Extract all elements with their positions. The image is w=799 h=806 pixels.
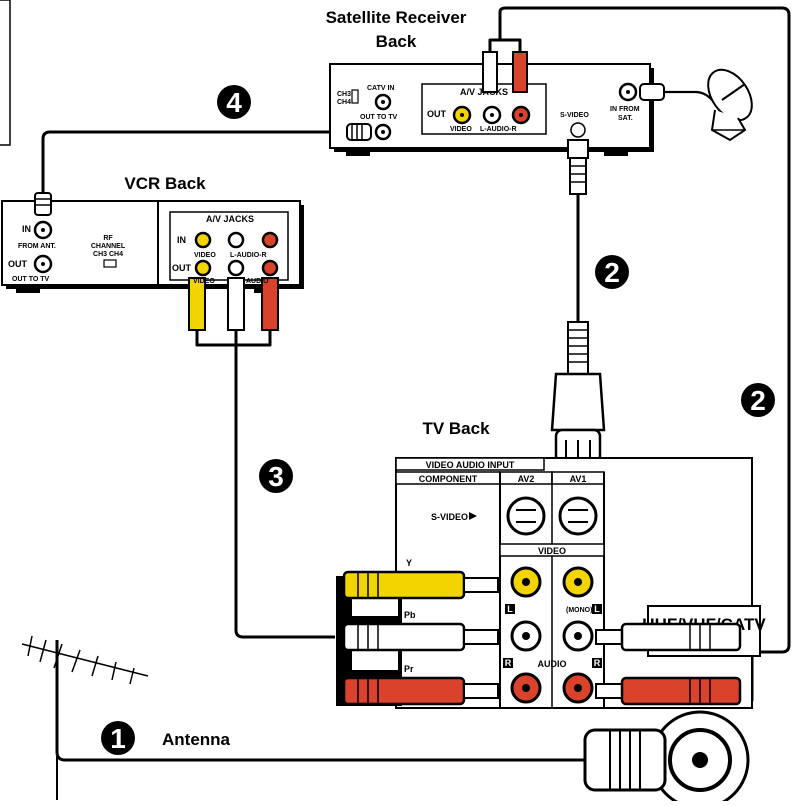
svg-text:AV2: AV2 (518, 474, 535, 484)
svg-text:AV1: AV1 (570, 474, 587, 484)
svg-text:IN: IN (177, 235, 186, 245)
rf-channel-switch[interactable] (103, 259, 117, 268)
tv-title: TV Back (422, 419, 490, 438)
svg-text:AUDIO: AUDIO (246, 278, 269, 285)
svg-text:S-VIDEO: S-VIDEO (431, 512, 468, 522)
svg-text:CH4: CH4 (337, 99, 351, 106)
vcr-audio-r-out-jack[interactable] (261, 259, 279, 277)
vcr-video-out-jack[interactable] (194, 259, 212, 277)
svg-text:4: 4 (226, 87, 242, 118)
step-badge-1: 1 (101, 721, 135, 755)
svg-text:VIDEO AUDIO INPUT: VIDEO AUDIO INPUT (426, 460, 515, 470)
cable-satellite-to-vcr (41, 130, 348, 195)
step-badge-2b: 2 (741, 383, 775, 417)
vcr-audio-r-in-jack[interactable] (261, 231, 279, 249)
svg-text:L-AUDIO-R: L-AUDIO-R (230, 252, 267, 259)
svg-text:IN: IN (22, 224, 31, 234)
svg-text:VIDEO: VIDEO (194, 252, 216, 259)
svg-text:R: R (505, 658, 512, 668)
svg-text:Pb: Pb (404, 610, 416, 620)
svg-text:L-AUDIO-R: L-AUDIO-R (480, 126, 517, 133)
satellite-title-back: Back (376, 32, 417, 51)
svg-text:3: 3 (268, 461, 284, 492)
svg-text:A/V JACKS: A/V JACKS (206, 214, 254, 224)
svg-text:OUT TO TV: OUT TO TV (360, 114, 398, 121)
svg-text:CH3: CH3 (337, 91, 351, 98)
sat-s-video-jack[interactable] (570, 122, 586, 138)
vcr: VCR Back IN FROM ANT. OUT OUT TO TV RF C… (1, 174, 304, 293)
antenna-label: Antenna (162, 730, 231, 749)
ch-switch[interactable] (351, 89, 359, 104)
vcr-audio-l-out-jack[interactable] (227, 259, 245, 277)
svg-text:OUT TO TV: OUT TO TV (12, 276, 50, 283)
svg-text:L: L (594, 604, 600, 614)
vcr-audio-l-in-jack[interactable] (227, 231, 245, 249)
sat-white-plug (482, 51, 498, 93)
vcr-video-in-jack[interactable] (194, 231, 212, 249)
coax-connector (583, 710, 750, 806)
svg-text:1: 1 (110, 723, 126, 754)
satellite-receiver: Satellite Receiver Back CH3 CH4 CATV IN … (326, 8, 713, 156)
vcr-rca-plugs: VIDEO AUDIO (188, 277, 279, 331)
tv-rca-plugs (342, 570, 499, 706)
vcr-title: VCR Back (124, 174, 206, 193)
s-video-plug-top (567, 139, 589, 195)
svg-text:R: R (594, 658, 601, 668)
tv-back: TV Back VIDEO AUDIO INPUT COMPONENT AV2 … (395, 419, 766, 709)
step-badge-4: 4 (217, 85, 251, 119)
svg-text:CHANNEL: CHANNEL (91, 243, 126, 250)
svg-text:Y: Y (406, 558, 412, 568)
tv-av2-s-video-jack[interactable] (506, 496, 546, 536)
svg-text:CH3 CH4: CH3 CH4 (93, 251, 123, 258)
svg-text:CATV IN: CATV IN (367, 85, 394, 92)
satellite-dish-icon (707, 68, 753, 142)
partial-frame (0, 0, 11, 146)
svg-text:S-VIDEO: S-VIDEO (560, 112, 589, 119)
tv-right-rca-plugs (595, 622, 742, 706)
svg-text:OUT: OUT (172, 263, 192, 273)
cable-vcr-av-to-tv (195, 330, 335, 639)
svg-text:FROM ANT.: FROM ANT. (18, 243, 56, 250)
step-badge-2a: 2 (595, 255, 629, 289)
cable-satellite-to-tv-rf (498, 6, 791, 654)
svg-text:OUT: OUT (427, 109, 447, 119)
s-video-plug-bottom (550, 321, 606, 464)
tv-av1-s-video-jack[interactable] (558, 496, 598, 536)
sat-red-plug (512, 51, 528, 93)
svg-text:OUT: OUT (8, 259, 28, 269)
svg-text:RF: RF (103, 235, 113, 242)
svg-text:2: 2 (604, 257, 620, 288)
svg-text:L: L (507, 604, 513, 614)
svg-text:(MONO): (MONO) (566, 607, 592, 614)
svg-text:COMPONENT: COMPONENT (419, 474, 478, 484)
svg-text:SAT.: SAT. (618, 115, 633, 122)
svg-text:AUDIO: AUDIO (538, 659, 567, 669)
svg-text:2: 2 (750, 385, 766, 416)
antenna-icon (21, 635, 149, 800)
svg-text:VIDEO: VIDEO (193, 278, 215, 285)
svg-text:VIDEO: VIDEO (450, 126, 472, 133)
svg-text:VIDEO: VIDEO (538, 546, 566, 556)
satellite-title: Satellite Receiver (326, 8, 467, 27)
step-badge-3: 3 (259, 459, 293, 493)
svg-text:IN FROM: IN FROM (610, 106, 640, 113)
svg-text:Pr: Pr (404, 664, 414, 674)
